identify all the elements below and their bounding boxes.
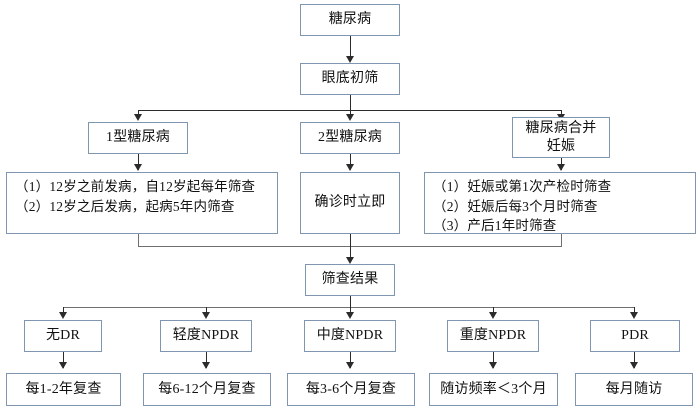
pregnancy-rule-2: （2）妊娠后每3个月时筛查 — [433, 198, 598, 214]
outcome-grade-2[interactable]: 轻度NPDR — [160, 320, 252, 352]
edge-type1-rules-down — [138, 234, 139, 247]
edge-initial-down — [350, 95, 351, 111]
node-type2-diabetes[interactable]: 2型糖尿病 — [300, 122, 400, 154]
node-diabetes-with-pregnancy[interactable]: 糖尿病合并 妊娠 — [512, 117, 610, 158]
edge-bus-to-outcome-1 — [63, 307, 64, 315]
edge-outcome-2-to-followup — [206, 352, 207, 368]
edge-bus-to-outcome-5 — [634, 307, 635, 315]
node-screening-result[interactable]: 筛查结果 — [305, 264, 395, 296]
outcome-followup-3[interactable]: 每3-6个月复查 — [287, 373, 415, 406]
type1-rule-2: （2）12岁之后发病，起病5年内筛查 — [15, 198, 235, 214]
arrowhead-bus-to-outcome-1 — [59, 312, 67, 319]
node-screening-result-label: 筛查结果 — [321, 272, 379, 288]
arrowhead-bus-to-type2 — [346, 114, 354, 121]
arrowhead-pregnancy-to-rules — [557, 164, 565, 171]
arrowhead-type1-to-rules — [134, 164, 142, 171]
outcome-followup-3-label: 每3-6个月复查 — [305, 381, 397, 397]
outcome-grade-3[interactable]: 中度NPDR — [304, 320, 396, 352]
arrowhead-outcome-5-to-followup — [630, 362, 638, 369]
edge-outcome-5-to-followup — [634, 352, 635, 368]
outcome-followup-1-label: 每1-2年复查 — [25, 381, 102, 397]
outcome-grade-5[interactable]: PDR — [590, 320, 680, 352]
edge-outcome-4-to-followup — [493, 352, 494, 368]
edge-merge-to-result — [350, 234, 351, 260]
edge-pregnancy-rules-down — [561, 234, 562, 247]
edge-outcome-bus — [63, 307, 635, 308]
edge-type2-to-rule — [350, 154, 351, 170]
arrowhead-diabetes-to-initial — [346, 56, 354, 63]
node-type1-diabetes-label: 1型糖尿病 — [106, 130, 170, 146]
edge-diabetes-to-initial — [350, 36, 351, 58]
node-diabetes-with-pregnancy-label-line2: 妊娠 — [546, 138, 576, 154]
arrowhead-outcome-4-to-followup — [489, 362, 497, 369]
node-diabetes-with-pregnancy-label-line1: 糖尿病合并 — [525, 121, 597, 137]
outcome-followup-4[interactable]: 随访频率＜3个月 — [429, 373, 558, 406]
node-type2-screening-rule[interactable]: 确诊时立即 — [300, 172, 400, 234]
outcome-followup-2-label: 每6-12个月复查 — [158, 381, 256, 397]
outcome-grade-1-label: 无DR — [45, 328, 81, 344]
edge-type1-to-rules — [138, 154, 139, 170]
node-diabetes[interactable]: 糖尿病 — [300, 4, 400, 36]
arrowhead-bus-to-outcome-2 — [202, 312, 210, 319]
pregnancy-rule-1: （1）妊娠或第1次产检时筛查 — [433, 179, 612, 194]
arrowhead-merge-to-result — [346, 257, 354, 264]
edge-bus-to-outcome-2 — [206, 307, 207, 315]
node-pregnancy-screening-rules[interactable]: （1）妊娠或第1次产检时筛查 （2）妊娠后每3个月时筛查 （3）产后1年时筛查 — [424, 172, 696, 234]
edge-bus-to-outcome-4 — [493, 307, 494, 315]
arrowhead-bus-to-outcome-4 — [489, 312, 497, 319]
outcome-followup-2[interactable]: 每6-12个月复查 — [143, 373, 271, 406]
arrowhead-bus-to-outcome-3 — [346, 312, 354, 319]
outcome-followup-1[interactable]: 每1-2年复查 — [6, 373, 121, 406]
node-type1-screening-rules[interactable]: （1）12岁之前发病，自12岁起每年筛查 （2）12岁之后发病，起病5年内筛查 — [6, 172, 278, 234]
node-type1-diabetes[interactable]: 1型糖尿病 — [88, 122, 188, 154]
arrowhead-type2-to-rule — [346, 164, 354, 171]
node-initial-screening[interactable]: 眼底初筛 — [300, 63, 400, 95]
edge-outcome-1-to-followup — [63, 352, 64, 368]
pregnancy-rule-3: （3）产后1年时筛查 — [433, 218, 557, 234]
outcome-grade-2-label: 轻度NPDR — [172, 328, 240, 344]
arrowhead-outcome-2-to-followup — [202, 362, 210, 369]
outcome-grade-5-label: PDR — [621, 328, 649, 344]
edge-result-down — [350, 296, 351, 308]
edge-outcome-3-to-followup — [350, 352, 351, 368]
outcome-followup-5[interactable]: 每月随访 — [575, 373, 693, 406]
node-initial-screening-label: 眼底初筛 — [321, 71, 379, 87]
arrowhead-outcome-1-to-followup — [59, 362, 67, 369]
outcome-grade-1[interactable]: 无DR — [24, 320, 102, 352]
arrowhead-outcome-3-to-followup — [346, 362, 354, 369]
outcome-grade-3-label: 中度NPDR — [316, 328, 384, 344]
outcome-followup-4-label: 随访频率＜3个月 — [440, 381, 547, 397]
arrowhead-bus-to-outcome-5 — [630, 312, 638, 319]
arrowhead-bus-to-type1 — [134, 114, 142, 121]
type2-rule-label: 确诊时立即 — [314, 195, 386, 211]
outcome-grade-4[interactable]: 重度NPDR — [447, 320, 539, 352]
type1-rule-1: （1）12岁之前发病，自12岁起每年筛查 — [15, 179, 256, 194]
node-diabetes-label: 糖尿病 — [328, 12, 372, 28]
node-type2-diabetes-label: 2型糖尿病 — [318, 130, 382, 146]
edge-bus-to-outcome-3 — [350, 307, 351, 315]
outcome-grade-4-label: 重度NPDR — [459, 328, 527, 344]
outcome-followup-5-label: 每月随访 — [605, 381, 663, 397]
